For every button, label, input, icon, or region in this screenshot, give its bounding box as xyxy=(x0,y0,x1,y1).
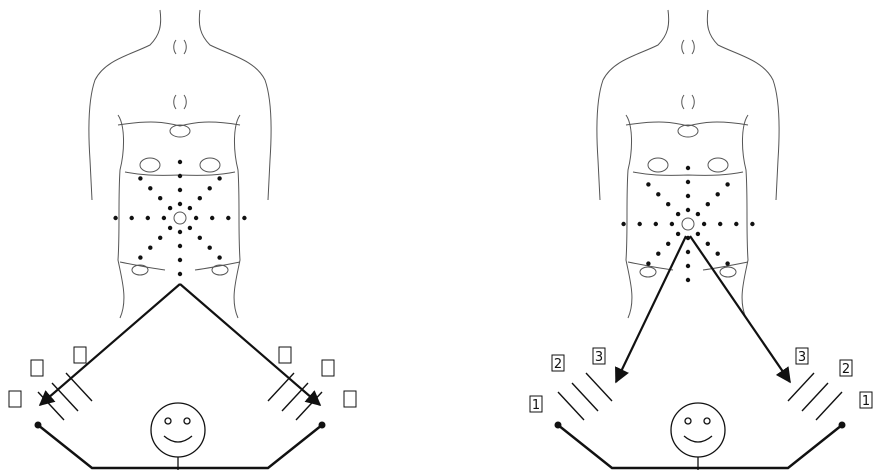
injection-dot xyxy=(686,180,690,184)
injection-dot xyxy=(706,202,710,206)
injection-dot xyxy=(696,212,700,216)
svg-text:3: 3 xyxy=(798,350,806,365)
right-label-1-left: 1 xyxy=(530,396,542,413)
injection-dot xyxy=(148,186,152,190)
svg-text:2: 2 xyxy=(554,357,562,372)
injection-dot xyxy=(718,222,722,226)
injection-dot xyxy=(725,182,729,186)
injection-dot xyxy=(178,244,182,248)
left-injection-dots xyxy=(113,160,246,276)
injection-dot xyxy=(646,261,650,265)
right-label-1-right: 1 xyxy=(860,392,872,409)
injection-dot xyxy=(138,176,142,180)
left-arrow-to-right xyxy=(180,284,320,405)
injection-dot xyxy=(146,216,150,220)
left-base-outline xyxy=(38,425,322,468)
injection-dot xyxy=(168,206,172,210)
injection-dot xyxy=(178,174,182,178)
left-label-2 xyxy=(31,360,43,376)
injection-dot xyxy=(210,216,214,220)
right-navel xyxy=(682,218,694,230)
injection-dot xyxy=(217,255,221,259)
injection-dot xyxy=(178,258,182,262)
injection-dot xyxy=(198,236,202,240)
left-base-dot-left xyxy=(35,422,42,429)
injection-dot xyxy=(168,226,172,230)
injection-dot xyxy=(148,246,152,250)
injection-dot xyxy=(194,216,198,220)
left-label-1 xyxy=(9,391,21,407)
injection-dot xyxy=(178,160,182,164)
left-label-5 xyxy=(322,360,334,376)
right-label-3-left: 3 xyxy=(593,348,605,365)
right-arrow-to-right xyxy=(690,236,790,382)
injection-dot xyxy=(686,166,690,170)
injection-dot xyxy=(242,216,246,220)
right-base-dot-right xyxy=(839,422,846,429)
right-label-2-left: 2 xyxy=(552,355,564,372)
injection-dot xyxy=(208,246,212,250)
injection-dot xyxy=(178,202,182,206)
svg-text:2: 2 xyxy=(842,362,850,377)
injection-dot xyxy=(686,264,690,268)
injection-dot xyxy=(702,222,706,226)
injection-dot xyxy=(666,242,670,246)
injection-dot xyxy=(208,186,212,190)
injection-dot xyxy=(656,192,660,196)
injection-dot xyxy=(686,194,690,198)
injection-dot xyxy=(654,222,658,226)
right-smiley-face xyxy=(671,403,725,470)
right-label-2-right: 2 xyxy=(840,360,852,377)
injection-dot xyxy=(656,252,660,256)
injection-dot xyxy=(178,230,182,234)
injection-dot xyxy=(158,196,162,200)
right-label-3-right: 3 xyxy=(796,348,808,365)
injection-dot xyxy=(706,242,710,246)
injection-dot xyxy=(716,252,720,256)
left-label-4 xyxy=(279,347,291,363)
injection-dot xyxy=(696,232,700,236)
svg-text:1: 1 xyxy=(862,394,870,409)
left-arrow-to-left xyxy=(40,284,180,405)
injection-dot xyxy=(198,196,202,200)
left-smiley-face xyxy=(151,403,205,470)
injection-dot xyxy=(130,216,134,220)
injection-dot xyxy=(734,222,738,226)
left-label-6 xyxy=(344,391,356,407)
injection-dot xyxy=(670,222,674,226)
injection-dot xyxy=(113,216,117,220)
svg-text:1: 1 xyxy=(532,398,540,413)
right-base-dot-left xyxy=(555,422,562,429)
left-label-3 xyxy=(74,347,86,363)
injection-dot xyxy=(178,272,182,276)
right-base-outline xyxy=(558,425,842,468)
injection-dot xyxy=(716,192,720,196)
injection-dot xyxy=(686,278,690,282)
injection-dot xyxy=(676,212,680,216)
injection-dot xyxy=(162,216,166,220)
injection-dot xyxy=(217,176,221,180)
svg-text:3: 3 xyxy=(595,350,603,365)
left-base-dot-right xyxy=(319,422,326,429)
right-torso-outline xyxy=(597,10,779,318)
injection-dot xyxy=(621,222,625,226)
right-panel: 1 2 3 3 2 1 xyxy=(530,10,872,470)
injection-dot xyxy=(158,236,162,240)
injection-dot xyxy=(686,250,690,254)
injection-dot xyxy=(686,208,690,212)
injection-dot xyxy=(725,261,729,265)
injection-dot xyxy=(750,222,754,226)
injection-dot xyxy=(646,182,650,186)
injection-dot xyxy=(188,226,192,230)
left-navel xyxy=(174,212,186,224)
injection-dot xyxy=(188,206,192,210)
injection-dot xyxy=(138,255,142,259)
injection-dot xyxy=(638,222,642,226)
injection-dot xyxy=(676,232,680,236)
left-panel xyxy=(9,10,356,470)
injection-dot xyxy=(226,216,230,220)
injection-dot xyxy=(666,202,670,206)
injection-dot xyxy=(178,188,182,192)
